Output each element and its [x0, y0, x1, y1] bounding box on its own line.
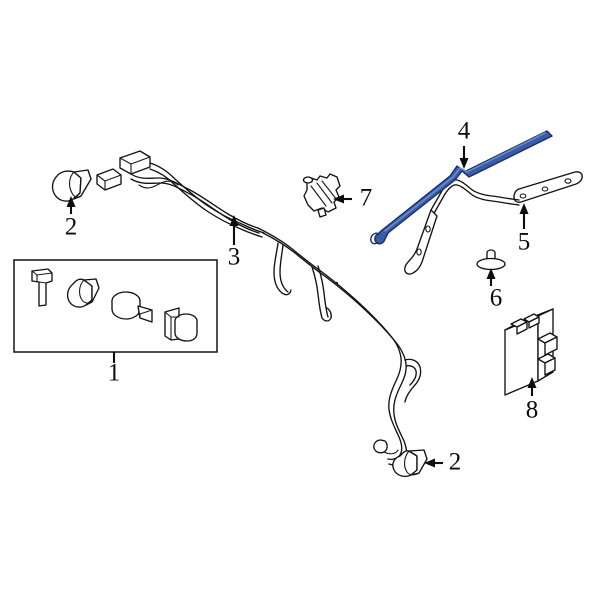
- leader-arrow-4: [459, 158, 469, 169]
- bracket-hole-l1: [425, 225, 431, 233]
- push-pin-head: [476, 257, 506, 271]
- part-parking-aid-sensor-lower[interactable]: [392, 449, 443, 478]
- harness-cross-loop: [138, 180, 179, 189]
- control-module-connector-1-side: [544, 336, 558, 356]
- bracket-left-arm: [404, 209, 438, 275]
- retainer-clip-c-body: [111, 300, 141, 320]
- callout-number-2-lower: 2: [449, 449, 462, 476]
- sensor-flange-lower: [408, 449, 428, 476]
- connector-clip-eye: [302, 176, 314, 184]
- harness-main-run: [257, 227, 403, 461]
- leader-arrow-2-lower: [424, 458, 435, 468]
- control-module-connector-2-side: [544, 357, 556, 376]
- callout-number-6: 6: [490, 285, 503, 312]
- leader-arrow-7: [333, 194, 344, 204]
- harness-strand-b: [149, 162, 265, 234]
- harness-main-run-2: [262, 232, 408, 466]
- control-module-tab-b-side: [528, 316, 540, 329]
- part-parking-aid-sensor-upper-left[interactable]: [51, 169, 92, 214]
- harness-branch-drop-1: [273, 242, 283, 294]
- harness-side-loop-2: [405, 365, 417, 386]
- control-module-tab-a-side: [516, 321, 528, 335]
- callout-number-1: 1: [108, 360, 121, 387]
- washer-hose-tube-highlight: [384, 132, 546, 232]
- leader-arrow-2-upper: [66, 196, 76, 207]
- sensor-seam-lower: [404, 450, 420, 476]
- leader-arrow-8: [527, 377, 537, 388]
- leader-arrow-3: [229, 215, 239, 226]
- part-harness-connector-clip[interactable]: [302, 173, 353, 218]
- retainer-clip-b-seam: [79, 279, 93, 304]
- harness-branch-drop-2: [311, 266, 323, 319]
- washer-hose-tube-end-hook: [370, 232, 380, 245]
- retainer-clip-d-cyl: [174, 320, 198, 342]
- harness-branch-drop-2b: [317, 265, 329, 318]
- bracket-center-tube-bot: [432, 184, 520, 216]
- harness-strand-a2: [130, 178, 260, 234]
- callout-number-8: 8: [526, 397, 539, 424]
- harness-connector-block-lower-edge: [96, 174, 122, 191]
- harness-end-eyelet: [373, 439, 388, 454]
- callout-number-7: 7: [360, 185, 373, 212]
- retainer-clip-d-edge: [164, 311, 180, 341]
- leader-arrow-6: [486, 268, 496, 279]
- connector-clip-ribs: [310, 180, 338, 207]
- harness-strand-b2: [149, 168, 263, 238]
- harness-connector-block-upper-edge: [119, 156, 151, 175]
- harness-end-tail: [383, 449, 399, 455]
- part-retainer-group-box[interactable]: [13, 259, 218, 363]
- harness-strand-a: [130, 173, 259, 229]
- harness-detail-dot: [335, 281, 339, 285]
- harness-branch-drop-2-tip: [321, 307, 332, 322]
- part-washer-hose-tube[interactable]: [370, 130, 553, 245]
- harness-branch-drop-1b: [279, 244, 289, 293]
- bracket-hole-r3: [519, 193, 527, 199]
- retainer-clip-c-tab-edge: [137, 305, 153, 319]
- part-wiring-harness[interactable]: [96, 150, 422, 466]
- callout-number-3: 3: [228, 244, 241, 271]
- part-push-pin-retainer[interactable]: [476, 249, 506, 286]
- connector-clip-foot: [317, 207, 327, 218]
- bracket-hole-l2: [416, 248, 422, 256]
- sensor-seam-upper-left: [69, 171, 82, 198]
- callout-number-4: 4: [458, 118, 471, 145]
- callout-number-2-upper-left: 2: [65, 214, 78, 241]
- sensor-body-upper-left: [51, 170, 82, 202]
- retainer-clip-a-edge: [31, 270, 53, 284]
- callout-number-5: 5: [518, 229, 531, 256]
- harness-side-loop: [404, 358, 422, 403]
- part-control-module[interactable]: [504, 308, 558, 396]
- harness-branch-drop-1-tip: [281, 289, 292, 296]
- leader-arrow-5: [519, 203, 529, 214]
- bracket-hole-r2: [541, 186, 549, 192]
- bracket-hole-r1: [564, 178, 572, 184]
